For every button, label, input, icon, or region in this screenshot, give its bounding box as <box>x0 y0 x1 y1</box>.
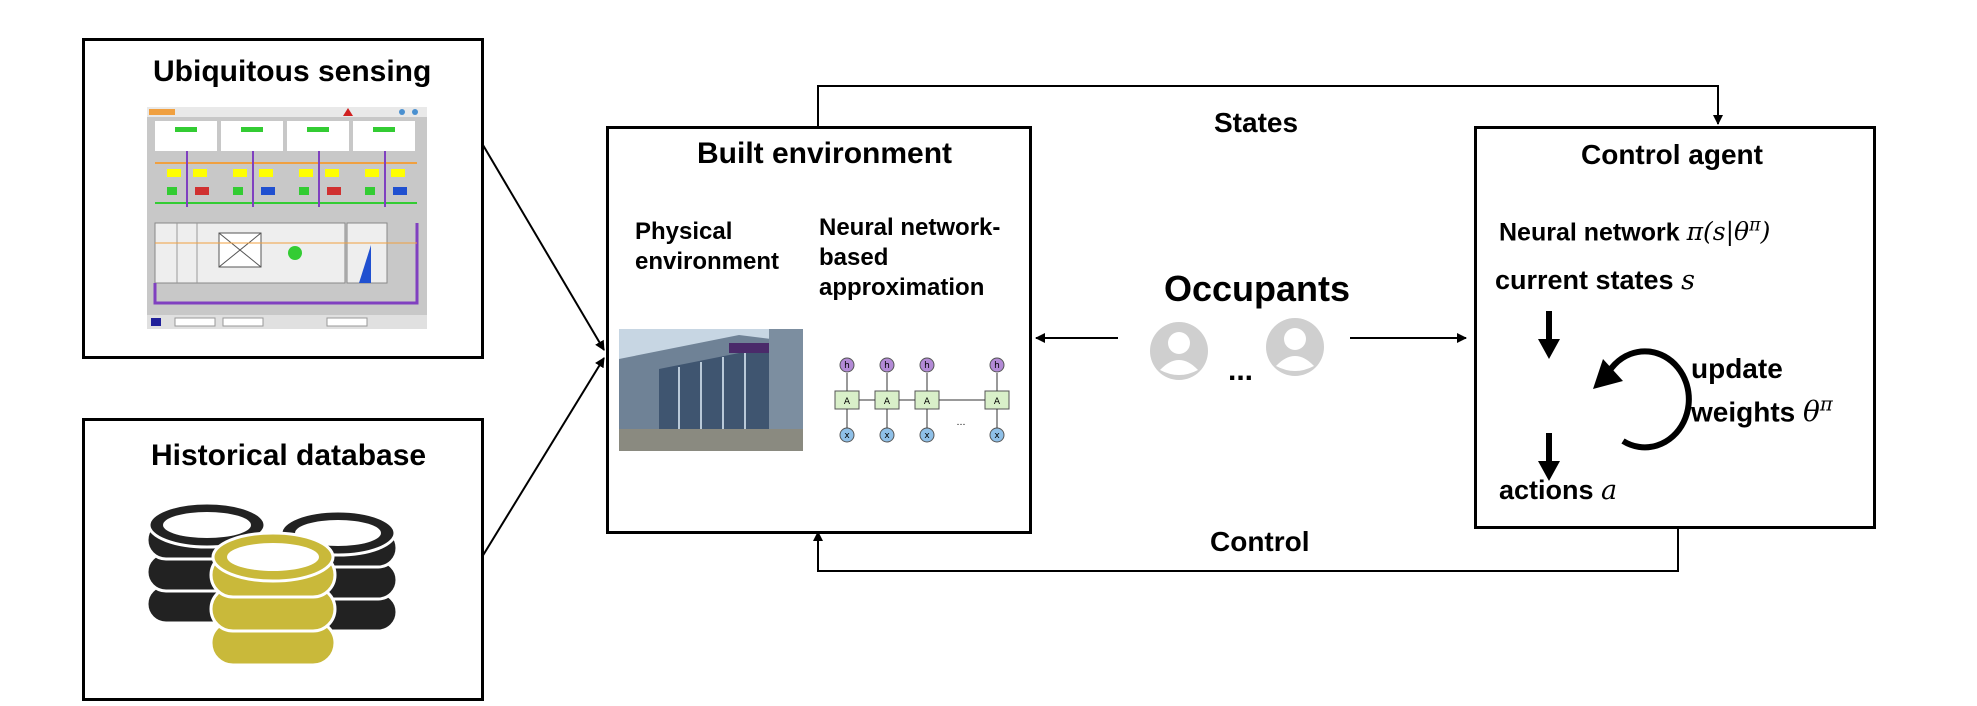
states-arrow <box>817 85 1723 126</box>
sensing-arrow <box>479 139 605 351</box>
svg-text:A: A <box>844 397 851 407</box>
sensing-title: Ubiquitous sensing <box>153 55 432 88</box>
occupant-icon <box>1266 318 1324 376</box>
svg-text:A: A <box>994 397 1001 407</box>
svg-text:h: h <box>884 361 890 371</box>
svg-text:h: h <box>994 361 1000 371</box>
rnn-unit-2: h A x <box>874 357 900 443</box>
actions-label: actions a <box>1499 475 1618 506</box>
database-arrow <box>481 357 605 558</box>
rnn-unit-3: h A x <box>914 357 940 443</box>
control-label: Control <box>1210 526 1310 557</box>
agent-title: Control agent <box>1581 139 1763 170</box>
database-title: Historical database <box>151 439 427 472</box>
sensing-box: Ubiquitous sensing <box>82 38 484 359</box>
rnn-unit-1: h A x <box>834 357 860 443</box>
svg-text:x: x <box>844 431 850 441</box>
current-states-label: current states s <box>1495 265 1695 296</box>
bms-screenshot <box>147 107 427 329</box>
svg-text:…: … <box>957 418 966 428</box>
svg-text:A: A <box>884 397 891 407</box>
rnn-diagram: h A x h A x h A x h A x <box>834 357 1010 443</box>
states-label: States <box>1214 107 1299 138</box>
actions-math: a <box>1601 475 1618 506</box>
svg-text:A: A <box>924 397 931 407</box>
update-cycle-icon <box>1593 348 1692 451</box>
svg-text:h: h <box>924 361 930 371</box>
occupants-ellipsis: ... <box>1228 354 1254 387</box>
control-arrow <box>813 527 1679 572</box>
current-states-math: s <box>1681 265 1695 296</box>
built-title: Built environment <box>697 137 953 170</box>
update-weights-math: θπ <box>1803 393 1833 429</box>
building-photo <box>619 329 803 451</box>
down-arrow-icon <box>1538 311 1560 359</box>
occupant-icon <box>1150 322 1208 380</box>
nn-policy-label: Neural network π(s|θπ) <box>1499 216 1771 247</box>
svg-text:x: x <box>924 431 930 441</box>
svg-text:x: x <box>994 431 1000 441</box>
nn-policy-math: π(s|θπ) <box>1686 216 1771 247</box>
occupants-title: Occupants <box>1164 268 1351 309</box>
svg-text:h: h <box>844 361 850 371</box>
database-icon <box>145 501 399 667</box>
svg-text:x: x <box>884 431 890 441</box>
down-arrow-icon <box>1538 433 1560 481</box>
database-box: Historical database <box>82 418 484 701</box>
db-stack-right <box>277 509 399 633</box>
rnn-unit-4: h A x <box>984 357 1010 443</box>
update-weights-label: update weights θπ <box>1691 353 1833 429</box>
db-stack-gold <box>209 531 337 667</box>
control-agent-box: Control agent Neural network π(s|θπ) cur… <box>1474 126 1876 529</box>
